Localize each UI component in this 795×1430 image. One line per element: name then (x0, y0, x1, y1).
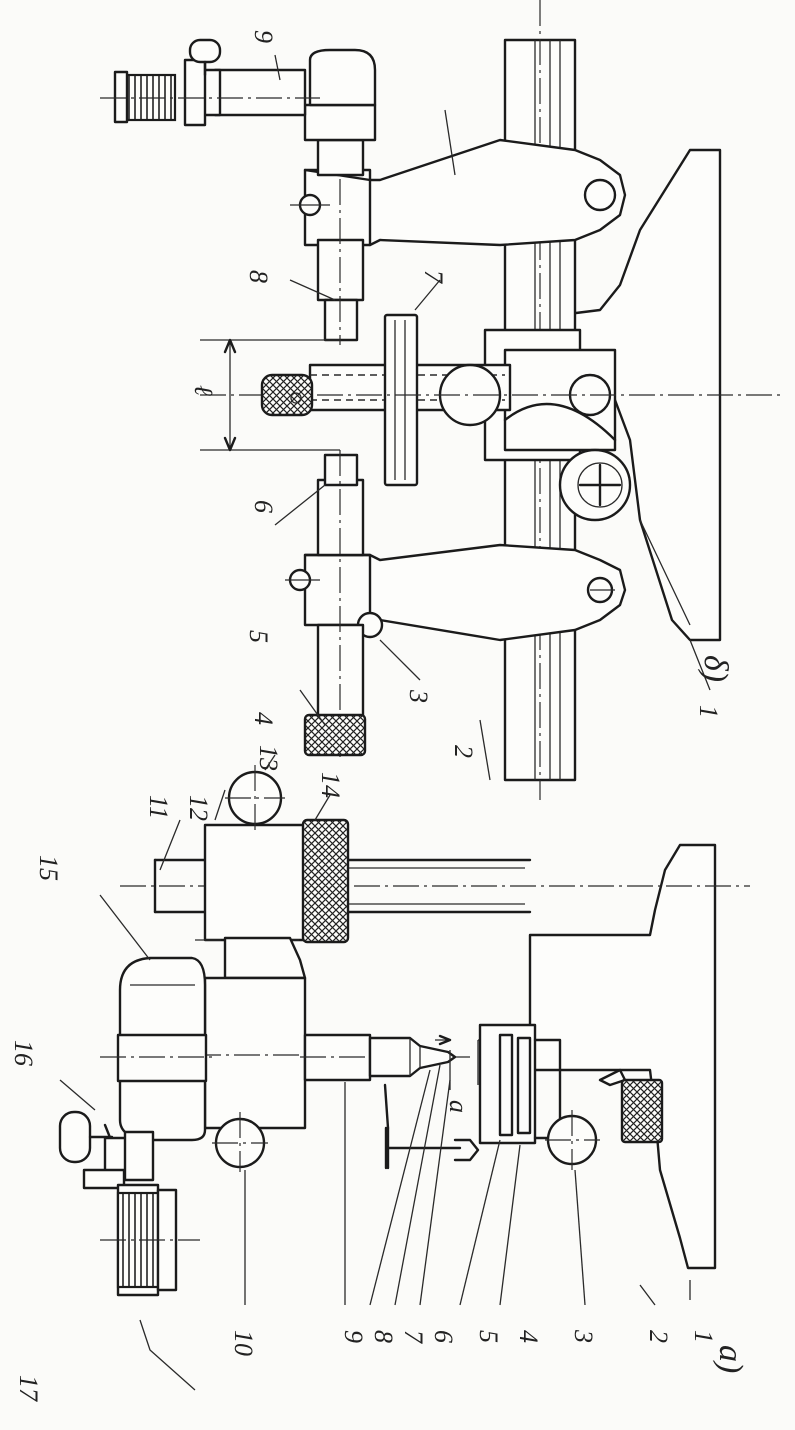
label-a-4: 4 (514, 1330, 543, 1343)
label-a-10: 10 (229, 1330, 258, 1356)
dimension-l (200, 338, 340, 452)
arm-9 (303, 138, 627, 247)
dimension-l-label: ℓ (189, 385, 218, 396)
label-a-17: 17 (14, 1375, 43, 1402)
label-a-5: 5 (474, 1330, 503, 1343)
label-b-6: 6 (249, 500, 278, 513)
label-b-9: 9 (249, 30, 278, 43)
indicator-7 (384, 1126, 480, 1170)
label-a-14: 14 (316, 772, 345, 798)
label-a-7: 7 (399, 1330, 428, 1344)
label-a-13: 13 (254, 745, 283, 771)
caption-a: a) (712, 1345, 749, 1373)
label-a-11: 11 (144, 795, 173, 819)
label-b-8: 8 (244, 270, 273, 283)
label-b-3: 3 (404, 689, 433, 703)
tube-15 (116, 1033, 208, 1083)
label-a-6: 6 (429, 1330, 458, 1343)
knurled-ring-14 (301, 818, 350, 944)
upper-block-12 (203, 823, 307, 942)
top-knob (188, 38, 222, 77)
caption-b: δ) (697, 655, 734, 682)
label-b-7: 7 (419, 270, 448, 284)
roller-3 (558, 448, 632, 522)
tip-8 (368, 1036, 457, 1078)
label-a-9: 9 (339, 1330, 368, 1343)
label-a-2: 2 (644, 1330, 673, 1343)
table-5 (478, 1023, 562, 1145)
labels-a: 1 2 3 4 5 6 7 8 9 10 11 12 13 14 15 16 1… (9, 745, 749, 1402)
leaders-a (59, 754, 691, 1391)
label-a-16: 16 (9, 1040, 38, 1066)
motor-17 (100, 1183, 200, 1297)
label-a-3: 3 (569, 1329, 598, 1343)
label-b-1: 1 (694, 705, 723, 718)
figure-a (58, 765, 750, 1297)
label-b-5: 5 (244, 630, 273, 643)
dimension-a-label: a (444, 1100, 473, 1113)
label-b-2: 2 (449, 745, 478, 758)
label-a-8: 8 (369, 1330, 398, 1343)
labels-b: 1 2 3 4 5 6 7 8 9 ℓ δ) (189, 30, 734, 758)
label-a-12: 12 (184, 795, 213, 821)
arm-a (223, 936, 307, 980)
knurled-2 (620, 1078, 664, 1144)
label-a-1: 1 (689, 1330, 718, 1343)
lower-block-10 (203, 976, 307, 1130)
label-a-15: 15 (34, 855, 63, 881)
knurled-knob-7 (260, 373, 314, 417)
label-b-4: 4 (249, 712, 278, 725)
knurled-knob-4 (303, 713, 367, 757)
leaders-b (274, 54, 711, 781)
figure-b (100, 0, 780, 800)
base-a (528, 843, 717, 1270)
